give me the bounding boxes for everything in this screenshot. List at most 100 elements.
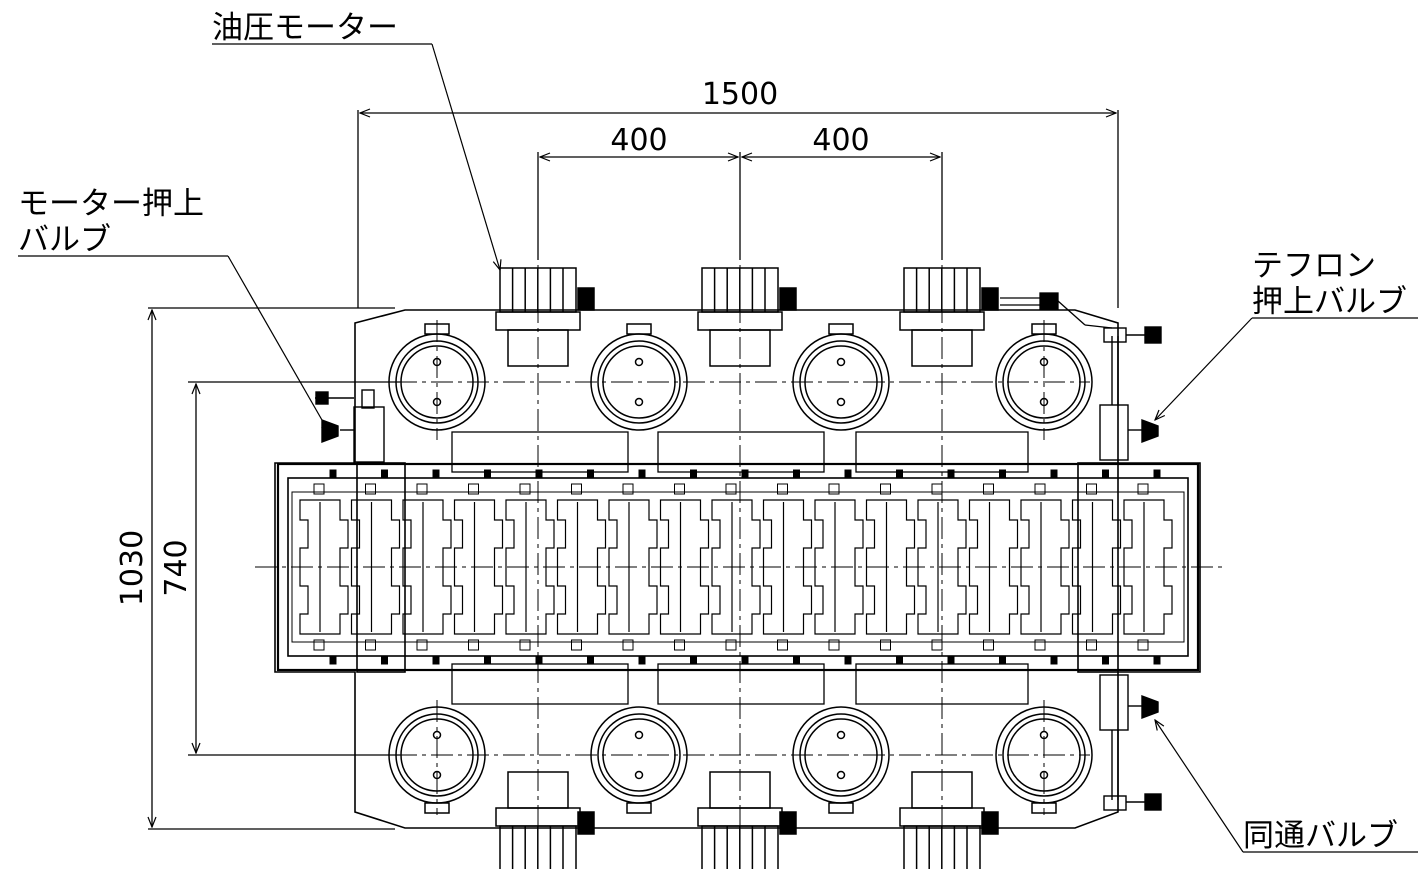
chain-pin [416,483,428,495]
chain-link [1123,499,1173,635]
chain-bolt [1050,655,1058,665]
chain-pin [365,639,376,651]
chain-pin [983,639,994,651]
motor-pushup-valve [315,389,385,463]
chain-bolt [999,655,1006,665]
chain-pin [571,639,582,651]
hydraulic-motor [899,267,999,367]
wheel-assembly [792,323,890,431]
chain-bolt [1102,655,1109,665]
chain-bolt [535,655,543,665]
hydraulic-motor [697,267,797,367]
chain-link-outline [711,499,761,635]
chain-link-outline [350,499,401,635]
chain-bolt [896,655,903,665]
wheel-bolt [634,397,644,407]
chain-bolt [947,469,955,479]
chain-pin [468,639,479,651]
chain-link [762,499,813,635]
wheel-assembly [388,706,486,814]
chain-link-outline [762,499,813,635]
chain-pin [1137,483,1149,495]
chain-link-outline [505,499,555,635]
wheel-fitting [828,802,854,814]
dim-pitch-left: 400 [610,123,667,158]
chain-pin [880,639,891,651]
chain-bolt [1153,655,1161,665]
wheel-fitting [828,323,854,335]
wheel-bolt [836,730,846,740]
chain-link-outline [814,499,864,635]
chain-bolt [381,469,388,479]
chain-link-outline [968,499,1019,635]
chain-link-outline [659,499,710,635]
chain-link [556,499,607,635]
chain-pin [1034,639,1046,651]
chain-pin [468,483,479,495]
chain-bolt [793,655,800,665]
label-motor-pushup-line2: バルブ [18,222,111,258]
chain-pin [880,483,891,495]
wheel-bolt [836,397,846,407]
chain-link-outline [608,499,658,635]
wheel-bolt [836,357,846,367]
chain-link-outline [1071,499,1122,635]
chain-pin [725,639,737,651]
chain-bolt [484,655,491,665]
wheel-bolt [634,770,644,780]
motor-port [981,811,999,835]
chain-bolt [587,469,594,479]
chain-link-outline [1123,499,1173,635]
dim-overall-height: 1030 [115,530,150,606]
chain-bolt [793,469,800,479]
chain-pin [828,639,840,651]
center-lines [255,265,1225,869]
dim-pitch-right: 400 [812,123,869,158]
hydraulic-motor [495,771,595,869]
chain-pin [828,483,840,495]
chain-link [402,499,452,635]
chain-bolt [844,469,852,479]
chain-bolt [1153,469,1161,479]
wheel-assembly [590,706,688,814]
chain-pin [416,639,428,651]
wheel-bolt [634,730,644,740]
label-teflon-line2: 押上バルブ [1252,284,1407,320]
chain-bolt [484,469,491,479]
chain-pin [777,639,788,651]
chain-link-outline [402,499,452,635]
chain-bolt [381,655,388,665]
motor-port [779,811,797,835]
frame-outline [274,309,1201,829]
chain-pin [519,483,531,495]
chain-bolt [638,469,646,479]
chain-bolt [432,655,440,665]
dim-overall-width: 1500 [702,77,778,112]
chain-bolt [587,655,594,665]
label-teflon-line1: テフロン [1252,248,1376,284]
chain-bolt [844,655,852,665]
hydraulic-motor [697,771,797,869]
chain-link-outline [453,499,504,635]
chain-link [917,499,967,635]
chain-bolt [947,655,955,665]
chain-pin [519,639,531,651]
chain-bolt [329,655,337,665]
leader-lines [18,43,1418,853]
chain-bolt [1102,469,1109,479]
machine-body [274,267,1201,869]
dimension-lines [148,110,1119,830]
wheel-assembly [995,706,1093,814]
teflon-pushup-valve [1099,326,1162,461]
chain-pin [365,483,376,495]
chain-bolt [432,469,440,479]
chain-pin [1137,639,1149,651]
chain-bolt [690,655,697,665]
chain-bolt [535,469,543,479]
chain-bolt [741,469,749,479]
chain-pin [725,483,737,495]
wheel-fitting [626,802,652,814]
chain-pin [1086,483,1097,495]
wheel-rim [597,340,681,424]
chain-bolt [741,655,749,665]
